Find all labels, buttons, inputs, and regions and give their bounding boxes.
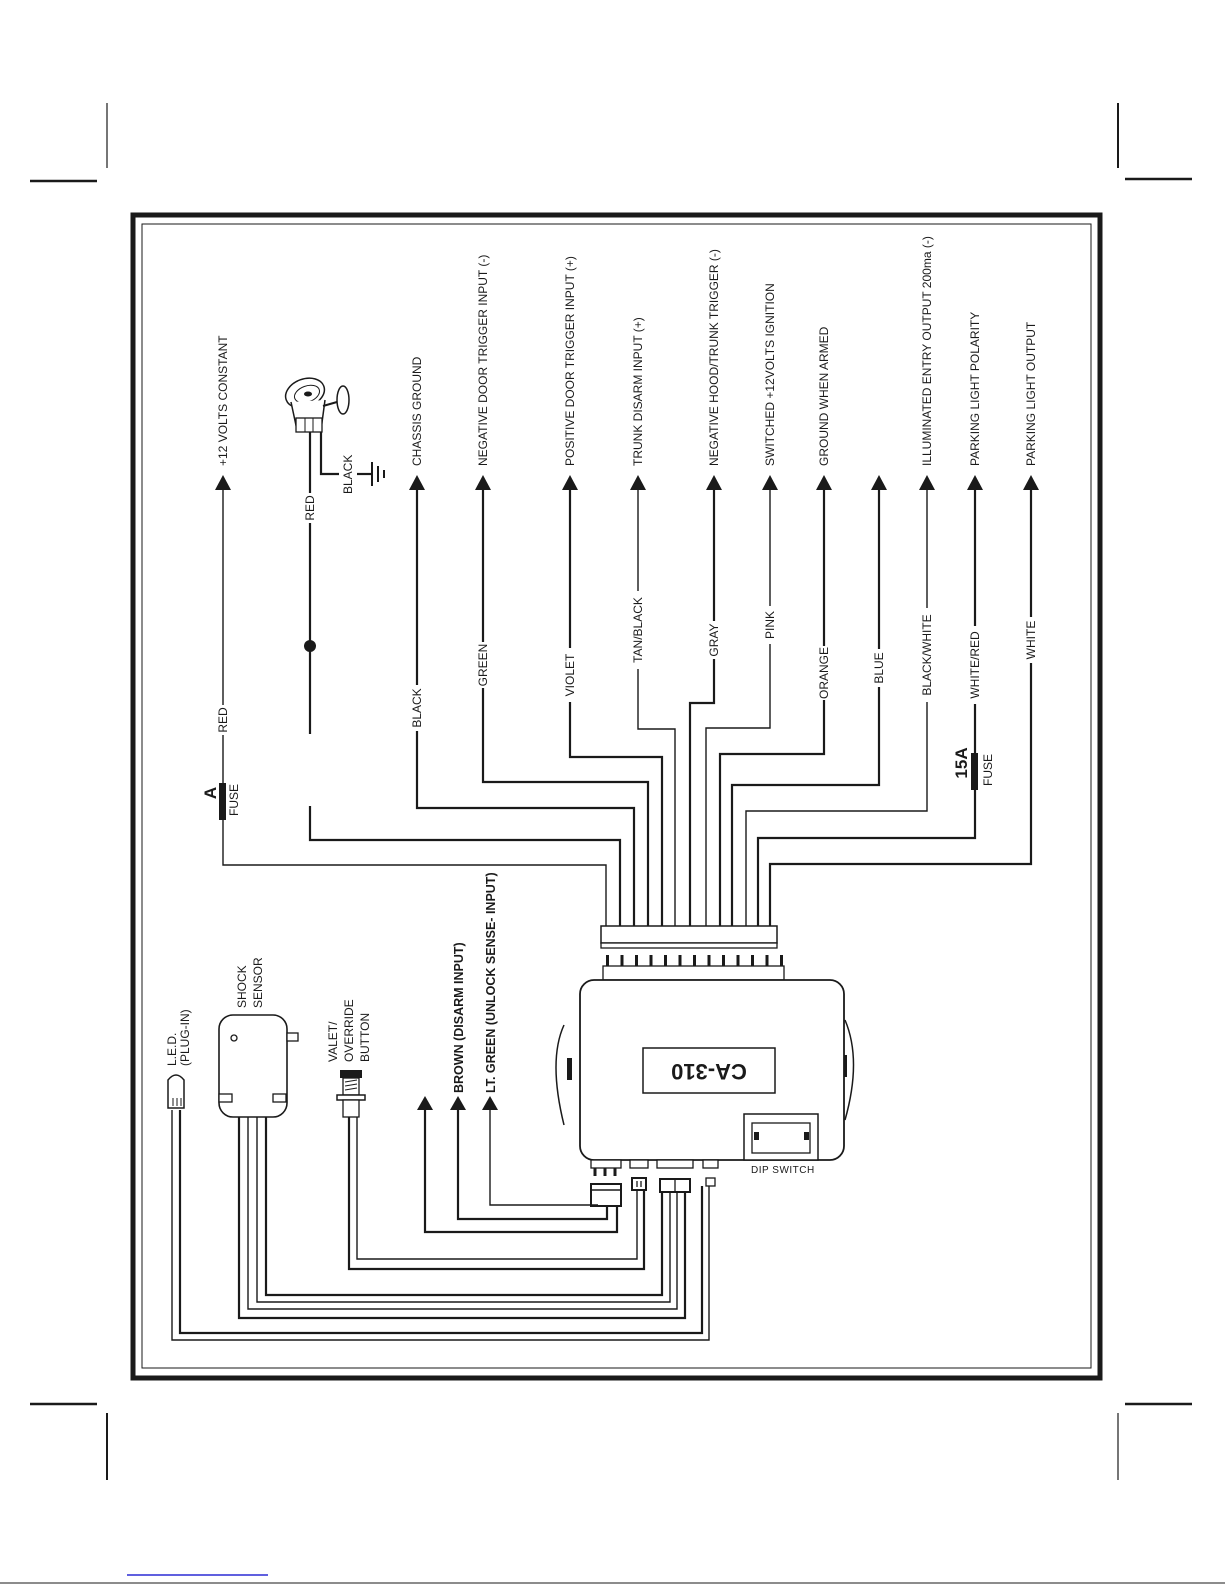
wire-green: [481, 490, 650, 926]
wire-violet: [568, 490, 664, 926]
wire-whitered: [756, 490, 978, 926]
connector-pin: [664, 955, 667, 966]
wire-function-label-red: +12 VOLTS CONSTANT: [216, 335, 230, 466]
wire-color-label-white: WHITE: [1024, 621, 1038, 660]
wire-color-label-red: RED: [216, 707, 230, 733]
arrow-icon: [871, 475, 887, 490]
wire-red-constant: [219, 490, 607, 926]
model-name: CA-310: [671, 1059, 747, 1084]
connector-pin: [751, 955, 754, 966]
wire-color-label-siren: RED: [303, 495, 317, 521]
fuse-a-icon: [219, 783, 226, 820]
wire-color-label-whitered: WHITE/RED: [968, 631, 982, 699]
outer-frame: [130, 212, 1103, 1381]
control-module: CA-310 DIP SWITCH: [555, 979, 855, 1207]
wire-function-label-tanblack: TRUNK DISARM INPUT (+): [631, 317, 645, 466]
arrow-icon: [1023, 475, 1039, 490]
brown-input-label: BROWN (DISARM INPUT): [452, 942, 466, 1093]
wire-siren: [304, 430, 622, 926]
siren-icon: [284, 377, 350, 433]
connector-pin: [780, 955, 783, 966]
wire-tanblack: [637, 490, 676, 926]
connector-pin: [635, 955, 638, 966]
shock-sensor-label-2: SENSOR: [251, 957, 265, 1008]
connector-pin: [765, 955, 769, 966]
wire-function-label-green: NEGATIVE DOOR TRIGGER INPUT (-): [476, 255, 490, 466]
wire-color-label-gray: GRAY: [707, 623, 721, 656]
ltgreen-input-label: LT. GREEN (UNLOCK SENSE- INPUT): [484, 872, 498, 1093]
wire-black: [415, 490, 636, 926]
wire-blue: [730, 490, 881, 926]
ground-icon: [371, 462, 385, 486]
fuse-15a-label: FUSE: [981, 754, 995, 786]
arrow-icon: [562, 475, 578, 490]
connector-pin: [649, 955, 653, 966]
wire-orange: [718, 490, 826, 926]
wire-pink: [705, 490, 771, 926]
wire-color-label-black: BLACK: [410, 688, 424, 727]
crop-marks: [0, 103, 1225, 1584]
led-icon: [167, 1074, 185, 1109]
splice-icon: [304, 640, 316, 652]
fuse-a-rating: A: [201, 787, 220, 799]
led-label-1: L.E.D.: [165, 1033, 179, 1066]
arrow-icon: [762, 475, 778, 490]
fuse-15a-rating: 15A: [952, 747, 971, 778]
wire-function-label-blackwhite: ILLUMINATED ENTRY OUTPUT 200ma (-): [920, 236, 934, 466]
shock-sensor-label-1: SHOCK: [235, 965, 249, 1008]
arrow-icon: [706, 475, 722, 490]
arrow-icon: [482, 1096, 498, 1110]
arrow-icon: [816, 475, 832, 490]
arrow-icon: [450, 1096, 466, 1110]
valet-label-2: OVERRIDE: [342, 999, 356, 1062]
shock-sensor-icon: [218, 1014, 299, 1118]
wire-function-label-orange: GROUND WHEN ARMED: [817, 326, 831, 466]
wire-color-label-green: GREEN: [476, 644, 490, 687]
arrow-icon: [967, 475, 983, 490]
connector-pin: [678, 955, 682, 966]
arrow-icon: [630, 475, 646, 490]
connector-pin: [620, 955, 624, 966]
arrow-icon: [215, 475, 231, 490]
siren-ground-wire-label: BLACK: [341, 455, 355, 494]
wire-color-label-orange: ORANGE: [817, 647, 831, 699]
wire-function-label-whitered: PARKING LIGHT POLARITY: [968, 312, 982, 466]
wire-color-label-tanblack: TAN/BLACK: [631, 597, 645, 663]
valet-button-icon[interactable]: [336, 1070, 366, 1118]
arrow-icon: [409, 475, 425, 490]
led-label-2: (PLUG-IN): [178, 1009, 192, 1066]
inner-frame: [141, 223, 1092, 1369]
wire-function-label-white: PARKING LIGHT OUTPUT: [1024, 321, 1038, 466]
harness-connector: [600, 925, 785, 981]
wire-function-label-pink: SWITCHED +12VOLTS IGNITION: [763, 283, 777, 466]
wire-blackwhite: [745, 490, 928, 926]
wire-color-label-blue: BLUE: [872, 652, 886, 683]
arrow-icon: [417, 1096, 433, 1110]
wire-arrows: [215, 475, 1039, 490]
model-label-box: [642, 1047, 776, 1094]
wire-white: [768, 490, 1033, 926]
wire-gray: [688, 490, 716, 926]
connector-pin: [707, 955, 711, 966]
wire-function-label-gray: NEGATIVE HOOD/TRUNK TRIGGER (-): [707, 249, 721, 466]
connector-pin: [693, 955, 696, 966]
wire-color-label-pink: PINK: [763, 611, 777, 639]
arrow-icon: [919, 475, 935, 490]
valet-label-1: VALET/: [326, 1021, 340, 1062]
wire-color-label-violet: VIOLET: [563, 653, 577, 696]
connector-pin: [736, 955, 740, 966]
fuse-15a-icon: [971, 753, 978, 790]
dip-switch-label: DIP SWITCH: [751, 1165, 815, 1176]
wire-function-label-black: CHASSIS GROUND: [410, 356, 424, 466]
fuse-a-label: FUSE: [227, 784, 241, 816]
connector-pin: [722, 955, 725, 966]
arrow-icon: [475, 475, 491, 490]
wire-color-label-blackwhite: BLACK/WHITE: [920, 614, 934, 695]
connector-pin: [606, 955, 609, 966]
input-wires: [171, 1110, 710, 1341]
wire-function-label-violet: POSITIVE DOOR TRIGGER INPUT (+): [563, 256, 577, 466]
valet-label-3: BUTTON: [358, 1013, 372, 1062]
